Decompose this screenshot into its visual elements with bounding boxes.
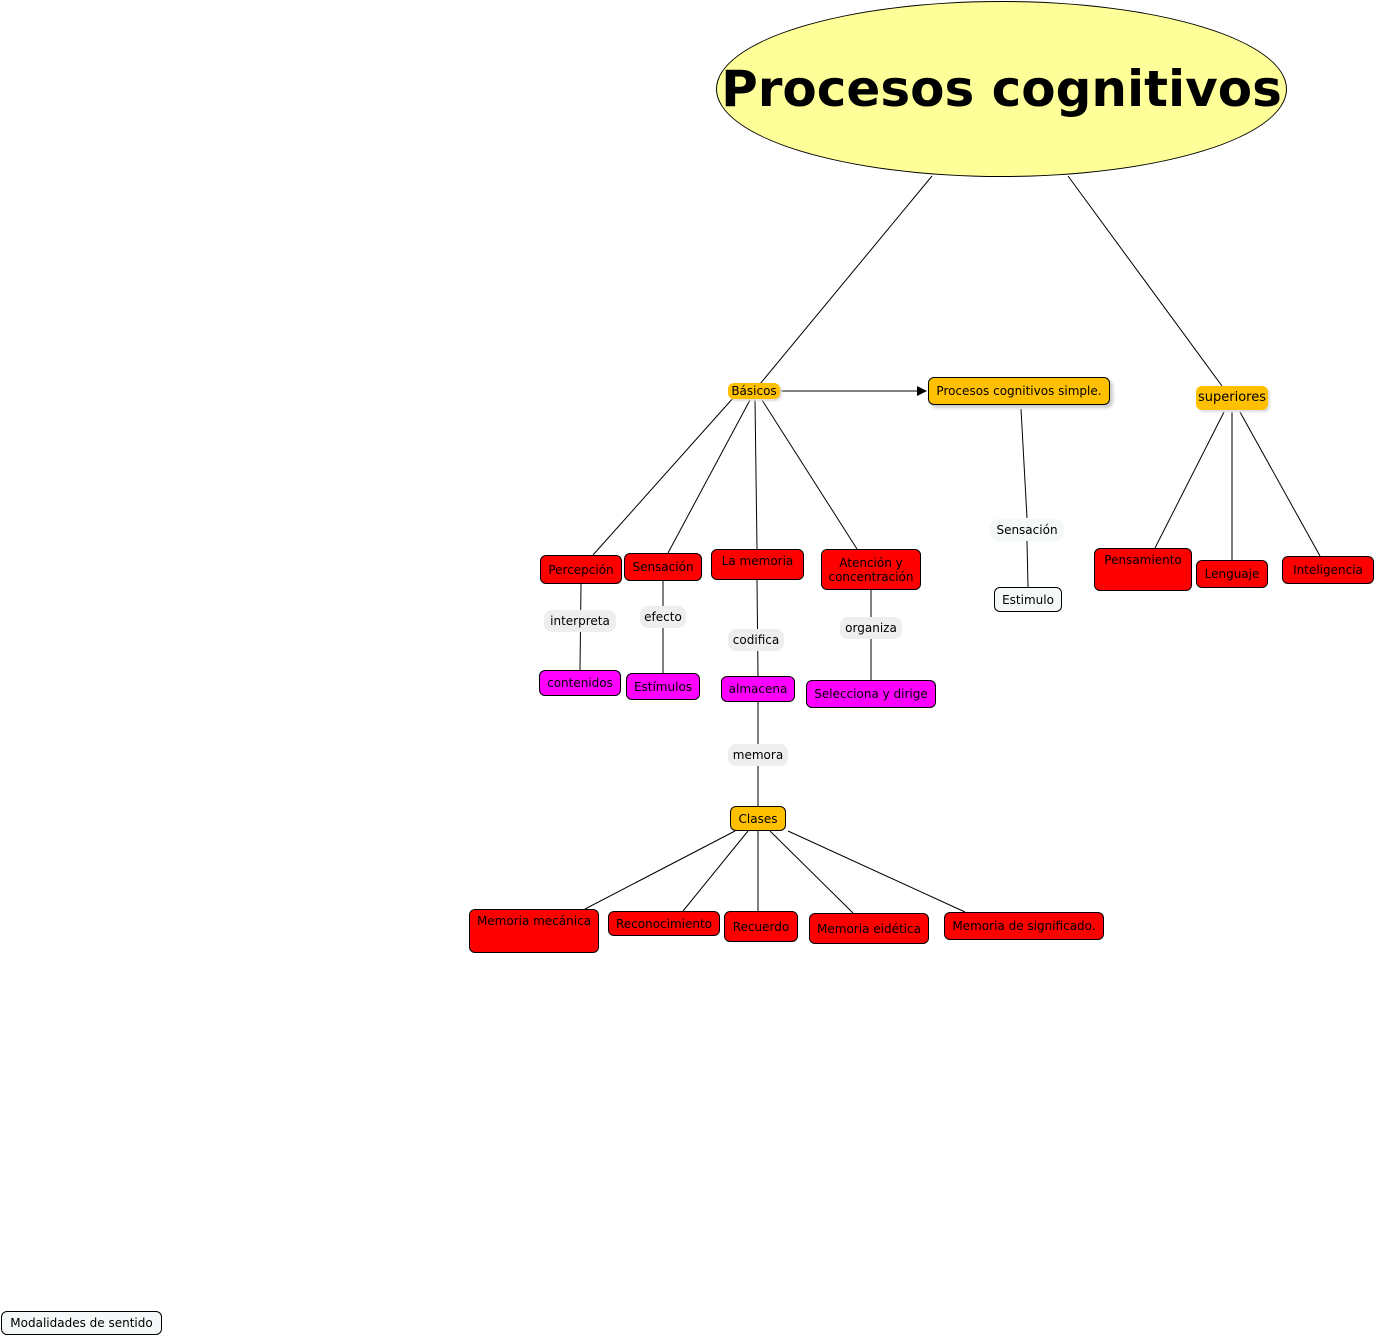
- link-label-interpreta: interpreta: [544, 610, 616, 632]
- node-estimulos: Estímulos: [626, 673, 700, 700]
- edge-memoria-almacena: [756, 579, 759, 677]
- node-estimulo: Estimulo: [994, 587, 1062, 612]
- edge-basicos-percepcion: [592, 396, 735, 556]
- node-basicos: Básicos: [728, 383, 780, 399]
- link-label-efecto: efecto: [640, 606, 686, 628]
- edge-simple-sensacion: [1020, 408, 1028, 519]
- edge-clases-reconocimiento: [682, 830, 749, 912]
- node-memoria-mecanica: Memoria mecánica: [469, 909, 599, 953]
- node-atencion: Atención y concentración: [821, 549, 921, 590]
- node-inteligencia: Inteligencia: [1282, 556, 1374, 584]
- node-reconocimiento: Reconocimiento: [608, 911, 720, 936]
- node-procesos-simple: Procesos cognitivos simple.: [928, 377, 1110, 405]
- edge-clases-eidetica: [769, 830, 854, 914]
- node-pensamiento: Pensamiento: [1094, 548, 1192, 591]
- node-sensacion: Sensación: [624, 553, 702, 581]
- link-label-organiza: organiza: [840, 617, 902, 639]
- node-modalidades-de-sentido: Modalidades de sentido: [1, 1311, 162, 1335]
- node-la-memoria: La memoria: [711, 549, 804, 580]
- link-label-memora: memora: [728, 744, 788, 766]
- edge-root-superiores: [1067, 175, 1223, 387]
- edge-basicos-atencion: [761, 399, 858, 550]
- edge-sensacion-estimulo: [1026, 540, 1029, 588]
- edge-basicos-memoria: [754, 399, 758, 550]
- node-lenguaje: Lenguaje: [1196, 560, 1268, 588]
- node-memoria-significado: Memoria de significado.: [944, 912, 1104, 940]
- node-recuerdo: Recuerdo: [724, 911, 798, 942]
- edge-superiores-pensamiento: [1154, 411, 1225, 549]
- root-node-title: Procesos cognitivos: [716, 1, 1287, 177]
- node-memoria-eidetica: Memoria eidética: [809, 913, 929, 944]
- node-percepcion: Percepción: [540, 555, 622, 584]
- edge-root-basicos: [759, 175, 933, 385]
- node-clases: Clases: [730, 806, 786, 831]
- node-contenidos: contenidos: [539, 670, 621, 696]
- edge-clases-mecanica: [584, 830, 736, 910]
- edge-basicos-sensacion: [667, 399, 751, 554]
- edge-clases-significado: [787, 830, 966, 913]
- node-selecciona: Selecciona y dirige: [806, 680, 936, 708]
- node-superiores: superiores: [1196, 386, 1268, 410]
- node-almacena: almacena: [721, 676, 795, 702]
- link-label-sensacion: Sensación: [990, 519, 1064, 541]
- edge-superiores-inteligencia: [1239, 411, 1321, 557]
- link-label-codifica: codifica: [728, 629, 784, 651]
